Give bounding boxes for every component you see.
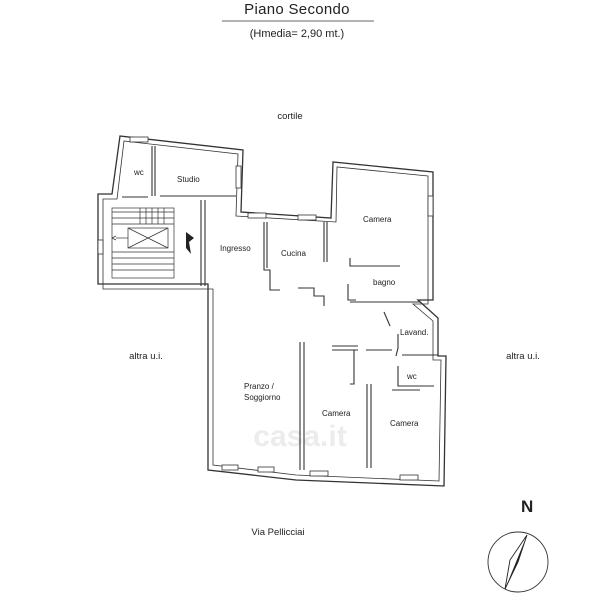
room-cucina: Cucina	[281, 249, 306, 258]
wall-cucina-bottom	[298, 287, 325, 306]
window-studio-right	[235, 165, 242, 189]
room-lavand: Lavand.	[400, 328, 428, 337]
window-pranzo-2	[257, 466, 275, 473]
room-pranzo-line2: Soggiorno	[244, 393, 281, 402]
window-camera1-right	[427, 195, 434, 217]
wall-wc2	[397, 366, 434, 387]
windows	[97, 136, 434, 481]
room-ingresso: Ingresso	[220, 244, 251, 253]
room-camera-2: Camera	[322, 409, 351, 418]
label-cortile: cortile	[277, 111, 302, 122]
window-camera2	[309, 470, 329, 477]
label-altra-ui-right: altra u.i.	[506, 351, 540, 362]
room-labels: wc Studio Ingresso Cucina Camera bagno L…	[133, 168, 428, 428]
wall-camera2-divider	[350, 350, 355, 385]
label-via-pellicciai: Via Pellicciai	[251, 527, 304, 538]
stair-arrow-icon	[186, 232, 194, 254]
plan-subtitle: (Hmedia= 2,90 mt.)	[250, 28, 344, 40]
wall-bagno-top	[349, 258, 400, 267]
outer-walls	[97, 135, 447, 487]
interior-walls	[122, 146, 438, 470]
wall-lavand	[383, 311, 391, 327]
plan-title: Piano Secondo	[244, 1, 350, 18]
window-pranzo-1	[221, 464, 239, 471]
wall-bagno-left	[347, 284, 356, 301]
window-camera3	[399, 474, 419, 481]
label-altra-ui-left: altra u.i.	[129, 351, 163, 362]
room-bagno: bagno	[373, 278, 396, 287]
window-ingresso	[247, 212, 267, 219]
north-label: N	[521, 497, 533, 516]
wall-cucina-left	[263, 222, 280, 291]
room-studio: Studio	[177, 175, 200, 184]
window-wc	[129, 136, 149, 143]
window-stair-left	[97, 239, 104, 255]
window-cucina	[297, 214, 317, 221]
compass-icon	[487, 531, 549, 593]
room-camera-3: Camera	[390, 419, 419, 428]
room-pranzo-line1: Pranzo /	[244, 382, 275, 391]
room-camera-1: Camera	[363, 215, 392, 224]
room-wc-1: wc	[133, 168, 144, 177]
staircase	[111, 207, 175, 279]
room-wc-2: wc	[406, 372, 417, 381]
